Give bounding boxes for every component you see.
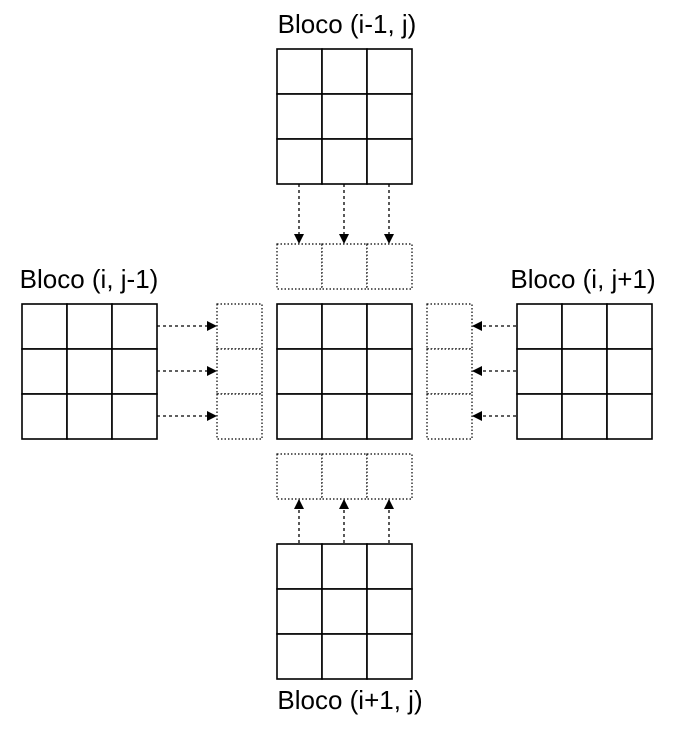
ghost-row-bottom — [276, 453, 413, 500]
grid-cell — [606, 303, 653, 350]
grid-cell — [111, 393, 158, 440]
ghost-cell — [276, 243, 323, 290]
grid-cell — [321, 393, 368, 440]
ghost-cell — [321, 453, 368, 500]
grid-cell — [321, 348, 368, 395]
grid-cell — [276, 48, 323, 95]
grid-block-left — [21, 303, 158, 440]
ghost-cell — [426, 348, 473, 395]
grid-cell — [321, 48, 368, 95]
grid-cell — [66, 393, 113, 440]
grid-cell — [276, 303, 323, 350]
grid-block-right — [516, 303, 653, 440]
grid-cell — [561, 393, 608, 440]
arrows-from-right — [472, 321, 516, 421]
grid-cell — [276, 588, 323, 635]
grid-cell — [366, 93, 413, 140]
grid-cell — [321, 633, 368, 680]
grid-cell — [366, 348, 413, 395]
ghost-column-right — [426, 303, 473, 440]
label-block-left: Bloco (i, j-1) — [20, 264, 159, 294]
grid-block-center — [276, 303, 413, 440]
grid-cell — [366, 543, 413, 590]
grid-cell — [66, 348, 113, 395]
grid-cell — [276, 633, 323, 680]
ghost-cell — [426, 303, 473, 350]
ghost-cell — [366, 453, 413, 500]
grid-cell — [561, 348, 608, 395]
label-block-top: Bloco (i-1, j) — [278, 9, 417, 39]
grid-cell — [516, 348, 563, 395]
grid-cell — [321, 93, 368, 140]
grid-cell — [366, 588, 413, 635]
grid-cell — [606, 348, 653, 395]
grid-cell — [66, 303, 113, 350]
arrows-from-top — [294, 184, 394, 244]
ghost-row-top — [276, 243, 413, 290]
grid-cell — [276, 138, 323, 185]
grid-cell — [21, 303, 68, 350]
grid-cell — [366, 48, 413, 95]
grid-cell — [366, 138, 413, 185]
grid-cell — [561, 303, 608, 350]
grid-block-bottom — [276, 543, 413, 680]
grid-cell — [606, 393, 653, 440]
ghost-cell — [216, 348, 263, 395]
ghost-cell — [321, 243, 368, 290]
grid-cell — [111, 303, 158, 350]
grid-cell — [276, 543, 323, 590]
grid-cell — [276, 93, 323, 140]
grid-cell — [366, 633, 413, 680]
grid-cell — [321, 138, 368, 185]
ghost-cell — [216, 303, 263, 350]
grid-cell — [111, 348, 158, 395]
grid-block-top — [276, 48, 413, 185]
grid-cell — [366, 393, 413, 440]
arrows-from-bottom — [294, 499, 394, 543]
grid-cell — [516, 303, 563, 350]
ghost-cell — [366, 243, 413, 290]
grid-cell — [321, 303, 368, 350]
grid-cell — [21, 348, 68, 395]
grid-cell — [516, 393, 563, 440]
ghost-cell — [216, 393, 263, 440]
grid-cell — [21, 393, 68, 440]
grid-cell — [366, 303, 413, 350]
grid-cell — [276, 393, 323, 440]
ghost-cell — [276, 453, 323, 500]
label-block-right: Bloco (i, j+1) — [510, 264, 655, 294]
grid-cell — [321, 543, 368, 590]
ghost-cell — [426, 393, 473, 440]
arrows-from-left — [157, 321, 217, 421]
grid-cell — [321, 588, 368, 635]
ghost-column-left — [216, 303, 263, 440]
label-block-bottom: Bloco (i+1, j) — [277, 685, 422, 715]
grid-cell — [276, 348, 323, 395]
